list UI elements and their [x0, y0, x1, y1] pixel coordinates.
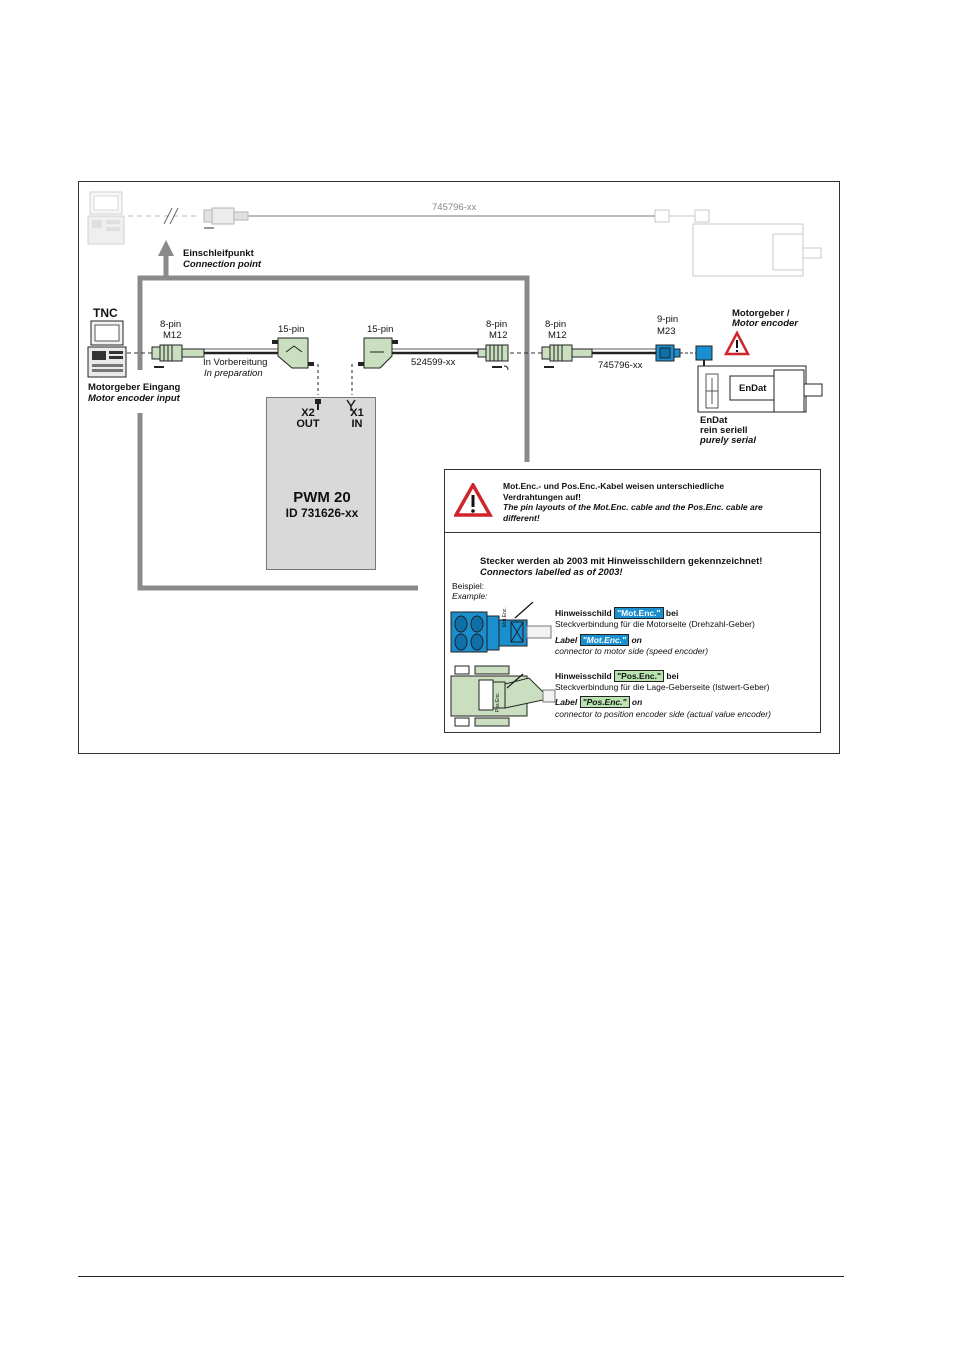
mid-m12-connector-icon [477, 344, 509, 371]
pos-line-de: Hinweisschild "Pos.Enc." bei [555, 670, 679, 682]
top-m12-connector-icon [203, 207, 249, 229]
pwm-id: ID 731626-xx [285, 506, 359, 520]
right-m12-type: M12 [548, 330, 567, 341]
mot-line2-en: connector to motor side (speed encoder) [555, 646, 709, 656]
pos-suffix-de: bei [666, 671, 679, 681]
notice-divider [445, 532, 820, 533]
pos-enc-tag-en: "Pos.Enc." [579, 696, 630, 708]
mot-suffix-en: on [631, 635, 642, 645]
mot-prefix-de: Hinweisschild [555, 608, 612, 618]
footer-rule [78, 1276, 844, 1277]
mot-line-en: Label "Mot.Enc." on [555, 634, 642, 646]
pwm-port-icons [315, 399, 356, 411]
endat-label: EnDat [739, 383, 767, 394]
port-x2-out: OUT [296, 418, 320, 430]
break-mark [163, 207, 173, 225]
tnc-label: TNC [93, 306, 118, 320]
left-dsub-pins: 15-pin [278, 324, 305, 335]
right-m12-connector-icon [541, 344, 593, 368]
mot-enc-plug-icon [450, 602, 552, 653]
left-m12-pins: 8-pin [160, 319, 182, 330]
connection-loop-line-upper [137, 275, 530, 462]
right-m12-pins: 8-pin [545, 319, 567, 330]
pos-line-en: Label "Pos.Enc." on [555, 696, 643, 708]
mot-prefix-en: Label [555, 635, 578, 645]
tnc-faded-icon [87, 191, 125, 245]
pos-suffix-en: on [631, 697, 643, 707]
warning-de-1: Mot.Enc.- und Pos.Enc.-Kabel weisen unte… [503, 481, 725, 491]
connection-point-en: Connection point [183, 259, 262, 270]
in-preparation-de: In Vorbereitung [203, 357, 268, 368]
cable-745796-label: 745796-xx [598, 360, 643, 371]
diagram-frame [78, 181, 840, 754]
top-motor-faded-icon [654, 209, 822, 277]
warning-triangle-icon [723, 330, 751, 356]
pwm-title: PWM 20 [293, 489, 351, 506]
pos-line2-en: connector to position encoder side (actu… [555, 709, 771, 719]
warning-en-1: The pin layouts of the Mot.Enc. cable an… [503, 502, 763, 512]
notice-warning-icon [454, 483, 494, 517]
endat-caption-3: purely serial [700, 435, 756, 446]
mid-m12-type: M12 [489, 330, 508, 341]
in-preparation-en: In preparation [204, 368, 263, 379]
connection-loop-line [137, 413, 418, 591]
warning-de-2: Verdrahtungen auf! [503, 492, 581, 502]
port-x1-in: IN [351, 418, 363, 430]
top-cable-part-number: 745796-xx [432, 202, 477, 213]
pos-prefix-de: Hinweisschild [555, 671, 612, 681]
mot-enc-tag: "Mot.Enc." [614, 607, 664, 619]
m23-type: M23 [657, 326, 676, 337]
port-x1-label: X1 [350, 407, 364, 419]
connection-point-de: Einschleifpunkt [183, 248, 254, 259]
m23-connector-icon [655, 344, 681, 362]
cable-524599-label: 524599-xx [411, 357, 456, 368]
right-dsub-connector-icon [358, 337, 398, 369]
right-dsub-pins: 15-pin [367, 324, 394, 335]
pwm20-unit: X2 OUT X1 IN PWM 20 ID 731626-xx [266, 397, 376, 570]
tnc-input-en: Motor encoder input [88, 393, 180, 404]
mot-line2-de: Steckverbindung für die Motorseite (Dreh… [555, 619, 755, 629]
pos-plug-text: Pos.Enc. [495, 691, 501, 712]
pos-line2-de: Steckverbindung für die Lage-Geberseite … [555, 682, 770, 692]
port-x2-label: X2 [301, 407, 315, 419]
mot-line-de: Hinweisschild "Mot.Enc." bei [555, 607, 679, 619]
arrow-head-icon [158, 240, 174, 256]
labels-de: Stecker werden ab 2003 mit Hinweisschild… [480, 556, 763, 567]
pos-prefix-en: Label [555, 697, 578, 707]
warning-en-2: different! [503, 513, 540, 523]
example-de: Beispiel: [452, 581, 485, 591]
mot-plug-text: Mot.Enc. [502, 607, 508, 627]
motor-encoder-de: Motorgeber / [732, 308, 790, 319]
left-dsub-connector-icon [272, 337, 314, 369]
notice-box: Mot.Enc.- und Pos.Enc.-Kabel weisen unte… [444, 469, 821, 733]
mot-enc-tag-en: "Mot.Enc." [579, 634, 630, 646]
break-mark [169, 207, 179, 225]
mot-suffix-de: bei [665, 608, 679, 618]
pos-enc-tag: "Pos.Enc." [614, 670, 665, 682]
mid-m12-pins: 8-pin [486, 319, 508, 330]
endat-caption-2: rein seriell [700, 425, 748, 436]
example-en: Example: [452, 591, 488, 601]
motor-encoder-en: Motor encoder [732, 318, 798, 329]
tnc-input-de: Motorgeber Eingang [88, 382, 181, 393]
labels-en: Connectors labelled as of 2003! [480, 567, 623, 578]
left-m12-type: M12 [163, 330, 182, 341]
tnc-icon [87, 320, 127, 378]
m23-pins: 9-pin [657, 314, 679, 325]
endat-caption-1: EnDat [700, 415, 728, 426]
left-m12-connector-icon [151, 344, 205, 368]
motor-icon [697, 365, 823, 413]
pos-enc-plug-icon [450, 665, 556, 727]
